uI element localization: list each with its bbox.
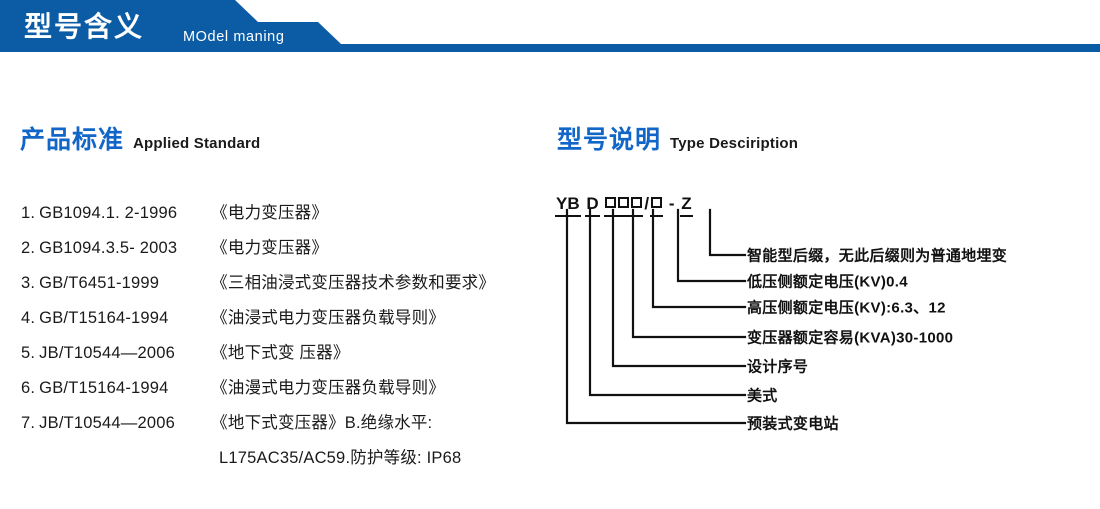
square-box-icon [631,197,643,208]
code-part-slash: / [644,194,650,213]
item-code: GB/T6451-1999 [39,274,160,292]
item-title: 《三相油浸式变压器技术参数和要求》 [211,274,496,292]
list-item: 5.JB/T10544—2006 《地下式变 压器》 [21,336,551,371]
item-title: 《电力变压器》 [211,204,329,222]
banner-subtitle: MOdel maning [183,29,285,45]
item-title: 《地下式变 压器》 [211,344,350,362]
item-code: GB/T15164-1994 [39,309,169,327]
item-title: 《油浸式电力变压器负载导则》 [211,309,445,327]
type-label-prefab-substation: 预装式变电站 [747,415,839,433]
section-heading-applied-standard: 产品标准 Applied Standard [20,120,260,156]
item-title: 《油漫式电力变压器负载导则》 [211,379,445,397]
code-part-box-1 [604,194,618,217]
item-number: 4. [21,309,36,327]
code-part-z: Z [680,194,693,217]
item-code: GB/T15164-1994 [39,379,169,397]
section-heading-type-description: 型号说明 Type Desciription [557,120,798,156]
list-item: 2.GB1094.3.5- 2003 《电力变压器》 [21,231,551,266]
list-item: 6.GB/T15164-1994 《油漫式电力变压器负载导则》 [21,371,551,406]
standards-list: 1.GB1094.1. 2-1996 《电力变压器》 2.GB1094.3.5- … [21,196,551,476]
square-box-icon [605,197,617,208]
section-heading-en: Type Desciription [670,135,799,152]
banner-title: 型号含义 [24,11,145,42]
item-number: 1. [21,204,36,222]
square-box-icon [618,197,630,208]
code-part-dash: - [668,194,675,213]
item-code: JB/T10544—2006 [39,344,175,362]
section-heading-en: Applied Standard [133,135,261,152]
list-item: 7.JB/T10544—2006 《地下式变压器》B.绝缘水平: [21,406,551,441]
item-code: GB1094.1. 2-1996 [39,204,178,222]
banner-shape [0,0,1100,52]
type-label-rated-capacity: 变压器额定容易(KVA)30-1000 [747,329,954,347]
item-code: GB1094.3.5- 2003 [39,239,178,257]
item-number: 6. [21,379,36,397]
item-title: 《电力变压器》 [211,239,329,257]
type-label-design-serial: 设计序号 [747,358,809,376]
list-item: 3.GB/T6451-1999 《三相油浸式变压器技术参数和要求》 [21,266,551,301]
item-number: 2. [21,239,36,257]
section-heading-cn: 型号说明 [557,126,662,154]
code-part-box-2 [617,194,631,217]
type-code-diagram: YB D / - Z 智能型后缀，无此后缀则为普通地埋变 低压侧额定电压(KV)… [545,190,1100,445]
list-item: 4.GB/T15164-1994 《油浸式电力变压器负载导则》 [21,301,551,336]
section-heading-cn: 产品标准 [20,126,125,154]
leader-lines [565,208,747,425]
item-code: JB/T10544—2006 [39,414,175,432]
item-number: 3. [21,274,36,292]
list-item: 1.GB1094.1. 2-1996 《电力变压器》 [21,196,551,231]
code-part-box-4 [650,194,664,217]
type-label-lv-voltage: 低压侧额定电压(KV)0.4 [747,273,908,291]
type-code-string: YB D / - Z [555,194,693,217]
code-part-box-3 [630,194,644,217]
item-number: 7. [21,414,36,432]
item-number: 5. [21,344,36,362]
type-label-hv-voltage: 高压侧额定电压(KV):6.3、12 [747,299,946,317]
square-box-icon [651,197,663,208]
type-label-suffix: 智能型后缀，无此后缀则为普通地埋变 [747,247,1008,265]
page-header-banner: 型号含义 MOdel maning [0,0,1100,58]
type-label-american-style: 美式 [747,387,778,405]
list-item-continuation: L175AC35/AC59.防护等级: IP68 [219,449,462,467]
code-part-d: D [585,194,600,217]
item-title: 《地下式变压器》B.绝缘水平: [211,414,433,432]
